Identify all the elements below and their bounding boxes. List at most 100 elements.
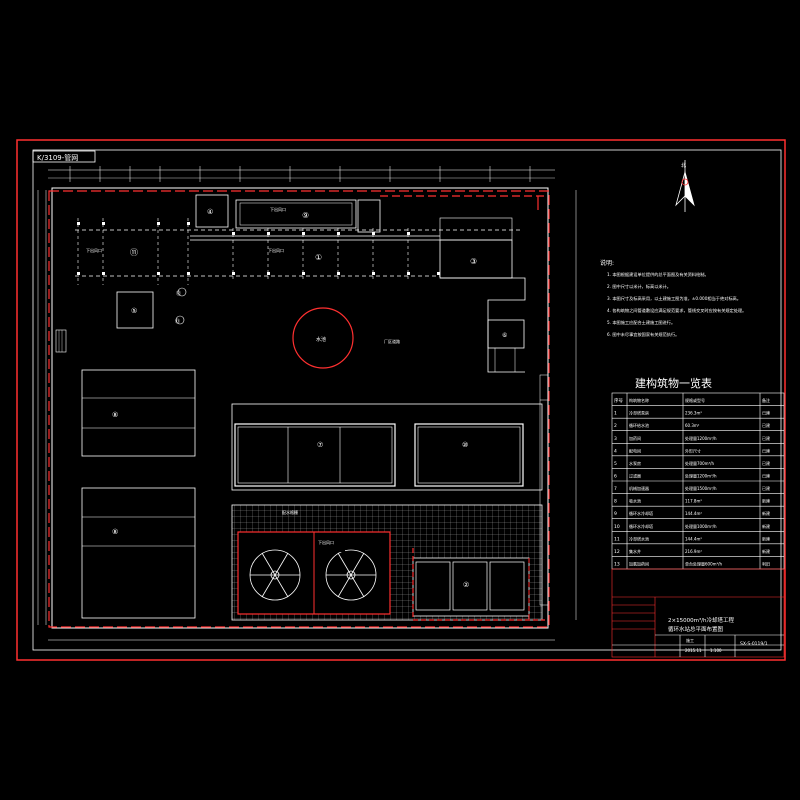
fan-left	[249, 549, 301, 601]
zone-8a: ⑧	[112, 411, 118, 419]
table-cell: 过滤器	[629, 473, 641, 479]
zone-6: ⑥	[502, 332, 507, 339]
table-cell: 单台处理量600m³/h	[685, 561, 722, 567]
table-cell: 9	[614, 511, 617, 517]
table-cell: 新建	[762, 535, 770, 541]
north-arrow: 北	[675, 160, 695, 212]
table-cell: 已建	[762, 422, 770, 428]
phase: 施工	[686, 637, 694, 643]
building-4	[195, 194, 229, 228]
fan-label: 下出风口	[318, 539, 334, 545]
building-9	[235, 199, 357, 229]
table-cell: 处理量1200m³/h	[685, 473, 717, 479]
table-cell: 117.8m²	[685, 499, 702, 504]
zone-12: ⑫	[176, 290, 181, 297]
drawing-number: SX-S-0119/1	[740, 641, 768, 647]
zone-7: ⑦	[317, 441, 323, 449]
table-title: 建构筑物一览表	[635, 376, 712, 390]
table-cell: 配电间	[629, 447, 641, 453]
table-header-cell: 备注	[762, 397, 770, 403]
table-cell: 外形尺寸	[685, 447, 701, 453]
drawing-tag: K/3109-管网	[37, 153, 78, 162]
table-cell: 216.9m²	[685, 549, 702, 554]
table-cell: 144.4m²	[685, 511, 702, 516]
building-2	[412, 557, 530, 617]
table-cell: 利旧	[762, 561, 770, 567]
table-cell: 循环给水池	[629, 422, 649, 428]
table-cell: 处理量1200m³/h	[685, 435, 717, 441]
table-cell: 11	[614, 536, 620, 542]
sheet-frame	[16, 139, 786, 661]
table-cell: 144.4m²	[685, 536, 702, 541]
zone-13: ⑬	[175, 318, 180, 325]
table-header-cell: 序号	[614, 397, 623, 404]
notes-heading: 说明:	[600, 259, 614, 267]
label-unit-a: 下出风口	[86, 247, 102, 253]
table-cell: 循环水冷却塔	[629, 510, 653, 516]
note-5: 5. 本图施工应配合土建施工图进行。	[607, 319, 675, 326]
zone-1: ①	[315, 253, 322, 262]
zone-2: ②	[463, 581, 469, 589]
table-cell: 3	[614, 436, 617, 442]
table-cell: 已建	[762, 435, 770, 441]
table-cell: 7	[614, 486, 617, 492]
zone-9: ⑨	[302, 211, 309, 220]
table-cell: 水泵房	[629, 460, 641, 466]
table-cell: 6	[614, 474, 617, 480]
round-pool	[292, 307, 354, 369]
table-cell: 吸水池	[629, 498, 641, 504]
label-unit-b: 下出风口	[268, 247, 284, 253]
grid-label: 配水格栅	[282, 509, 298, 515]
scale: 1:100	[710, 648, 722, 653]
zone-5: ⑤	[131, 307, 137, 315]
table-cell: 冷却塔水池	[629, 535, 649, 541]
building-6	[487, 319, 525, 349]
zone-11: ⑪	[130, 248, 138, 257]
table-cell: 60.3m²	[685, 423, 700, 428]
table-cell: 处理量1500m³/h	[685, 485, 717, 491]
table-cell: 13	[614, 562, 620, 568]
zone-3: ③	[470, 257, 477, 266]
zone-8b: ⑧	[112, 528, 118, 536]
north-label: 北	[681, 162, 686, 169]
zone-10: ⑩	[462, 441, 468, 449]
note-1: 1. 本图根据建设单位提供的总平面图及有关资料绘制。	[607, 271, 709, 278]
table-cell: 12	[614, 549, 620, 555]
note-6: 6. 图中未尽事宜按国家有关规范执行。	[607, 331, 679, 338]
title-block	[611, 568, 785, 658]
road-label: 厂区道路	[384, 338, 400, 344]
table-header-cell: 构筑物名称	[629, 397, 649, 403]
table-cell: 机械加速器	[629, 485, 649, 491]
table-cell: 循环水冷却塔	[629, 523, 653, 529]
table-cell: 加氯加药间	[629, 561, 649, 567]
building-5	[116, 291, 154, 329]
note-3: 3. 本图尺寸及标高采用，以土建施工图为准，±0.000相当于绝对标高。	[607, 295, 741, 302]
table-cell: 236.3m²	[685, 411, 702, 416]
table-cell: 1	[614, 411, 617, 417]
fan-right	[325, 549, 377, 601]
inner-frame	[32, 149, 782, 651]
table-cell: 2	[614, 423, 617, 429]
building-8-upper	[81, 369, 196, 457]
table-cell: 新建	[762, 498, 770, 504]
table-cell: 已建	[762, 473, 770, 479]
table-cell: 处理量700m³/h	[685, 460, 714, 466]
table-cell: 新建	[762, 548, 770, 554]
table-cell: 已建	[762, 410, 770, 416]
date: 2015.11	[685, 648, 702, 653]
structure-table	[611, 392, 785, 570]
table-cell: 新建	[762, 523, 770, 529]
note-4: 4. 各构筑物之间管道敷设应满足规范要求，管线交叉时应按有关规定处理。	[607, 307, 746, 314]
table-cell: 5	[614, 461, 617, 467]
table-cell: 已建	[762, 485, 770, 491]
table-cell: 4	[614, 448, 617, 454]
red-dashed-boundary	[48, 190, 550, 628]
building-7	[234, 423, 396, 487]
zone-4: ④	[207, 208, 213, 216]
pool-label: 水池	[316, 336, 326, 343]
label-unit-c: 下出风口	[270, 206, 286, 212]
table-cell: 已建	[762, 460, 770, 466]
table-cell: 8	[614, 499, 617, 505]
table-cell: 冷却塔泵房	[629, 410, 649, 416]
